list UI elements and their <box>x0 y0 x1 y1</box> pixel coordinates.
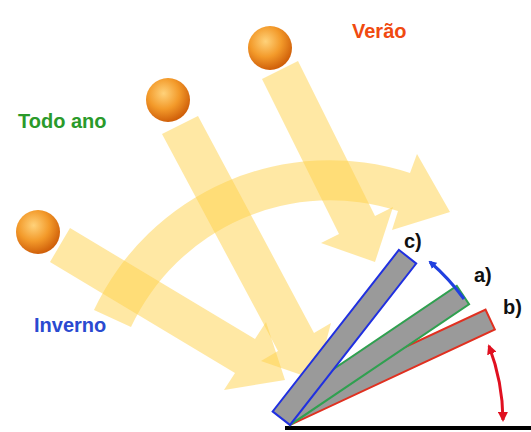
panel-letter: a) <box>474 264 492 286</box>
summer-ray-arrow <box>262 61 393 262</box>
sun <box>146 78 190 122</box>
tilt-arrow <box>430 262 464 299</box>
angle-arrow <box>489 346 503 420</box>
ground-line <box>285 426 531 430</box>
panel-letter: c) <box>404 230 422 252</box>
season-label: Inverno <box>34 314 106 336</box>
panel-letter: b) <box>503 296 522 318</box>
sun <box>16 210 60 254</box>
season-label: Verão <box>352 20 406 42</box>
panel-c <box>273 250 417 425</box>
season-label: Todo ano <box>18 110 107 132</box>
sun <box>248 26 292 70</box>
